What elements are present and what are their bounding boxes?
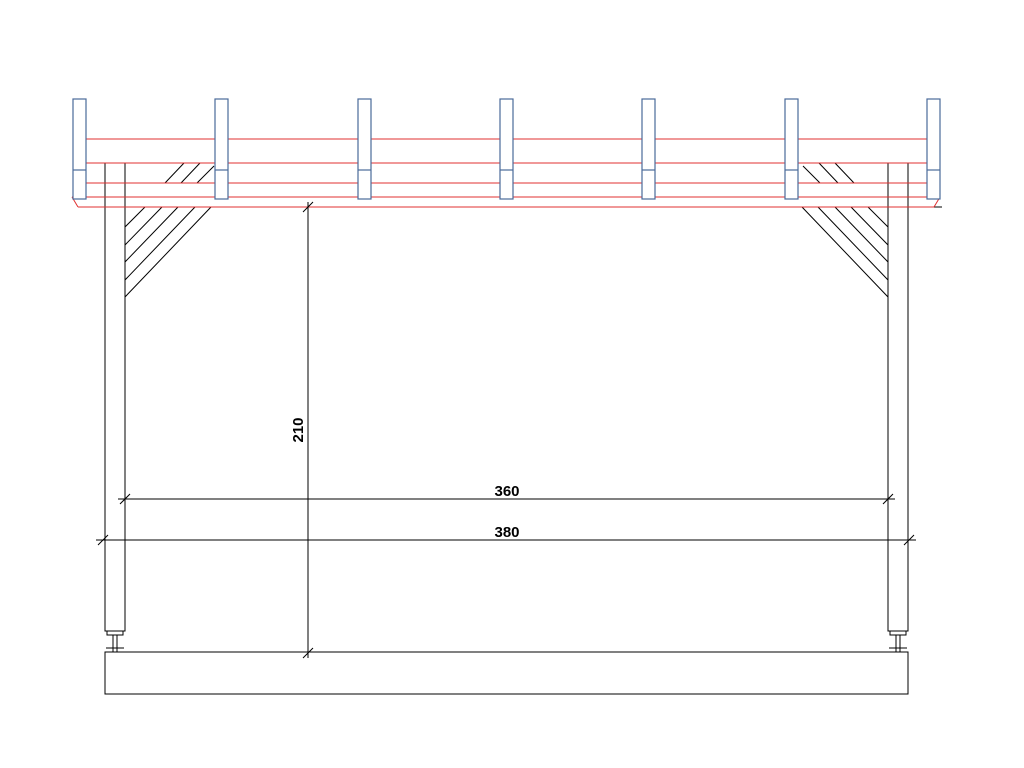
left-post-base — [106, 630, 124, 652]
cross-rafter-4 — [499, 98, 514, 200]
outer-width-dimension — [96, 534, 916, 546]
cross-rafter-6 — [784, 98, 799, 200]
cross-rafter-2 — [214, 98, 229, 200]
inner-width-dimension-label: 360 — [494, 483, 519, 500]
left-knee-brace — [124, 162, 215, 298]
right-post-base — [889, 630, 907, 652]
cross-rafter-5 — [641, 98, 656, 200]
cross-rafter-7 — [926, 98, 941, 200]
cross-rafter-1 — [72, 98, 87, 200]
left-post — [104, 162, 126, 632]
cross-rafter-3 — [357, 98, 372, 200]
cross-rafters — [72, 98, 941, 200]
height-dimension-label: 210 — [290, 417, 307, 442]
foundation-slab — [104, 651, 909, 695]
inner-width-dimension — [118, 493, 895, 505]
outer-width-dimension-label: 380 — [494, 524, 519, 541]
right-post — [887, 162, 909, 632]
height-dimension — [302, 201, 314, 659]
